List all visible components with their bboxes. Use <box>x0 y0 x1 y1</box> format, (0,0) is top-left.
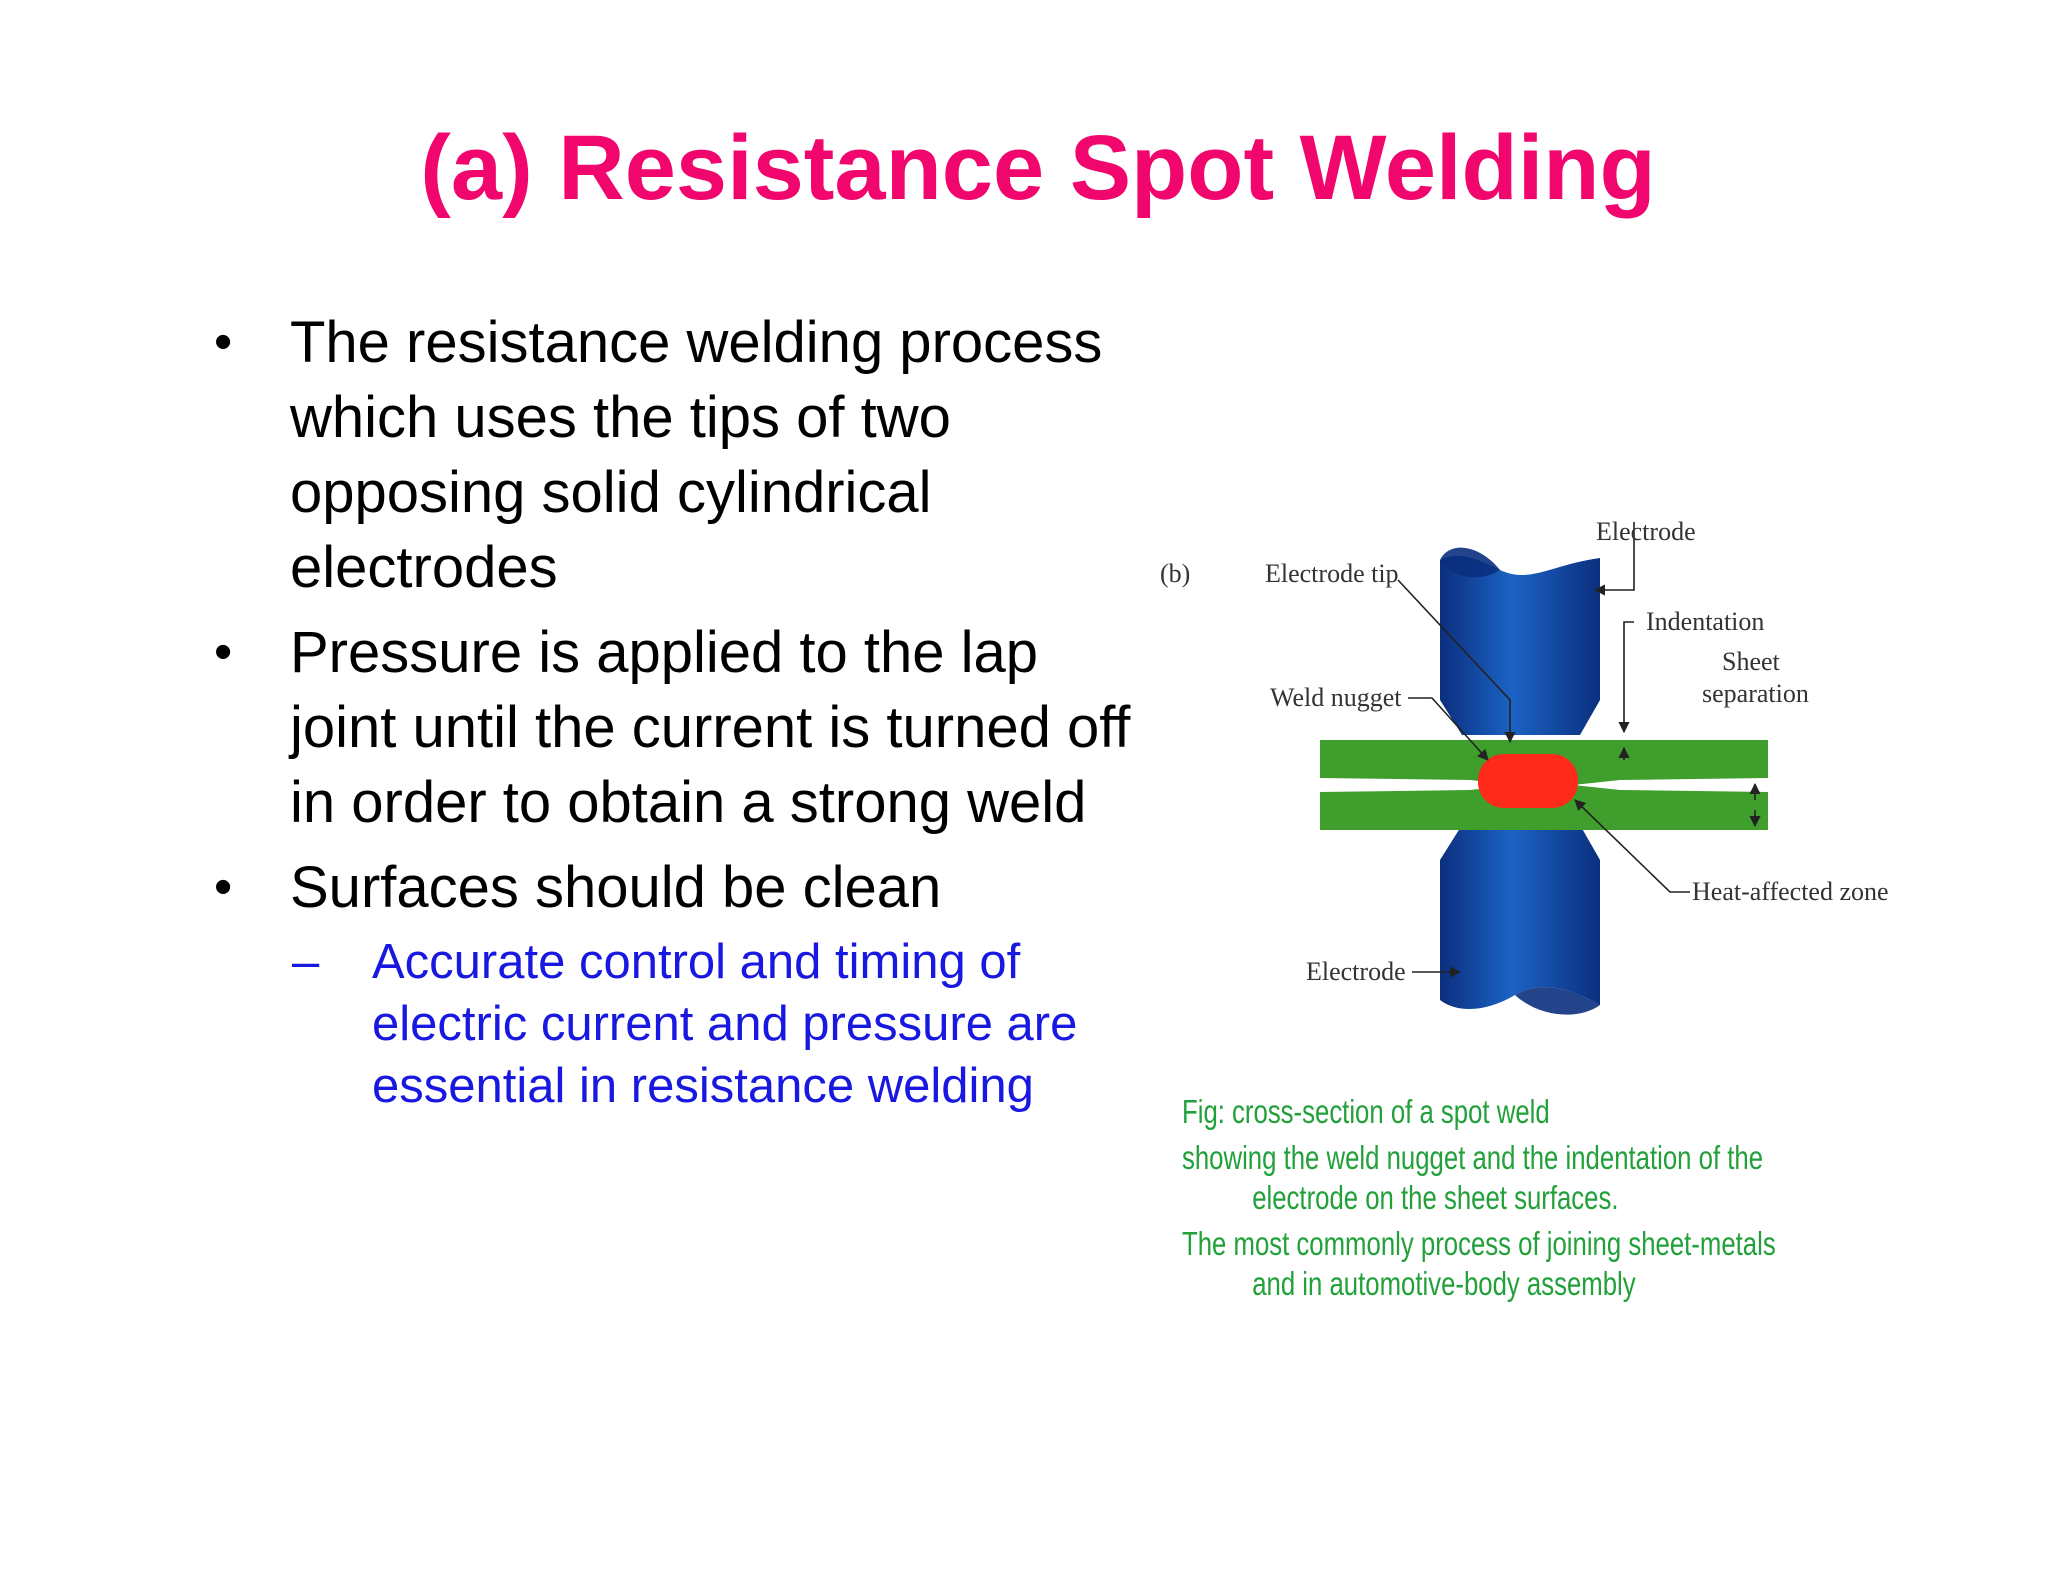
label-sheet: Sheet <box>1722 647 1781 676</box>
sub-bullet-dash: – <box>292 935 320 989</box>
label-electrode-tip: Electrode tip <box>1265 559 1399 588</box>
slide-title: (a) Resistance Spot Welding <box>420 117 1656 219</box>
sub-bullet-text: Accurate control and timing of electric … <box>372 935 1078 1113</box>
caption-line: showing the weld nugget and the indentat… <box>1182 1139 1764 1176</box>
bullet-text: Surfaces should be clean <box>290 855 942 920</box>
leader-lines <box>1397 522 1761 978</box>
bullet-dot: • <box>214 313 233 371</box>
label-indentation: Indentation <box>1646 607 1764 636</box>
figure-caption: Fig: cross-section of a spot weld showin… <box>1182 1092 2002 1304</box>
spot-weld-diagram: (b) Electrode Electrode tip Indentation … <box>1160 517 1889 1015</box>
label-electrode-bottom: Electrode <box>1306 957 1406 986</box>
bullet-dot: • <box>214 623 233 681</box>
top-electrode <box>1440 547 1600 735</box>
bottom-electrode <box>1440 825 1600 1015</box>
weld-nugget <box>1478 754 1578 808</box>
label-weld-nugget: Weld nugget <box>1270 683 1402 712</box>
caption-line: The most commonly process of joining she… <box>1182 1225 1776 1262</box>
label-separation: separation <box>1702 679 1809 708</box>
sub-bullet: – Accurate control and timing of electri… <box>292 931 1134 1117</box>
label-heat-affected-zone: Heat-affected zone <box>1692 877 1889 906</box>
bullet-text: Pressure is applied to the lap joint unt… <box>290 620 1131 835</box>
caption-line: and in automotive-body assembly <box>1252 1265 1636 1302</box>
bullet-dot: • <box>214 858 233 916</box>
bullet-item: • Pressure is applied to the lap joint u… <box>214 615 1134 840</box>
caption-line: electrode on the sheet surfaces. <box>1252 1179 1619 1216</box>
bullet-item: • The resistance welding process which u… <box>214 305 1134 605</box>
caption-line: Fig: cross-section of a spot weld <box>1182 1093 1550 1130</box>
label-electrode-top: Electrode <box>1596 517 1696 546</box>
panel-label: (b) <box>1160 559 1190 588</box>
bullet-item: • Surfaces should be clean – Accurate co… <box>214 850 1134 1117</box>
bullet-list: • The resistance welding process which u… <box>214 305 1134 1127</box>
bullet-text: The resistance welding process which use… <box>290 310 1103 600</box>
